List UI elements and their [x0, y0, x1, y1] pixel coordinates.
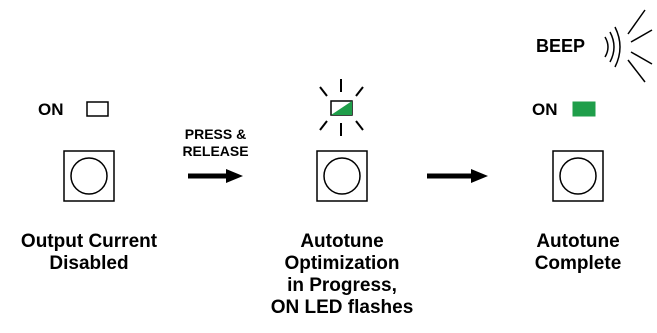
caption-line: in Progress,	[287, 275, 397, 296]
transition-label-line-1: PRESS &	[184, 126, 247, 142]
caption-line: Autotune	[536, 231, 620, 252]
led-label-stage-3: ON	[532, 100, 558, 119]
beep-label: BEEP	[536, 36, 586, 56]
stage-2-caption: Autotune Optimization in Progress, ON LE…	[252, 231, 432, 319]
caption-line: Autotune	[300, 231, 384, 252]
arrow-right-icon-2	[427, 169, 488, 183]
button-icon-stage-1	[63, 150, 115, 202]
sound-waves-icon	[604, 9, 653, 83]
stage-3-caption: Autotune Complete	[518, 231, 638, 275]
led-indicator-icon-on	[572, 101, 596, 117]
caption-line: ON LED flashes	[270, 297, 414, 318]
transition-label-line-2: RELEASE	[182, 143, 249, 159]
caption-line: Optimization	[284, 253, 400, 274]
caption-line: Complete	[534, 253, 622, 274]
caption-line: Disabled	[49, 253, 129, 274]
caption-line: Output Current	[20, 231, 158, 252]
led-label-stage-1: ON	[38, 100, 64, 119]
transition-label: PRESS & RELEASE	[168, 126, 263, 160]
button-icon-stage-2	[316, 150, 368, 202]
button-icon-stage-3	[552, 150, 604, 202]
led-indicator-icon-off	[86, 101, 109, 117]
flashing-led-icon	[319, 79, 364, 136]
stage-1-caption: Output Current Disabled	[0, 231, 178, 275]
arrow-right-icon-1	[188, 169, 243, 183]
